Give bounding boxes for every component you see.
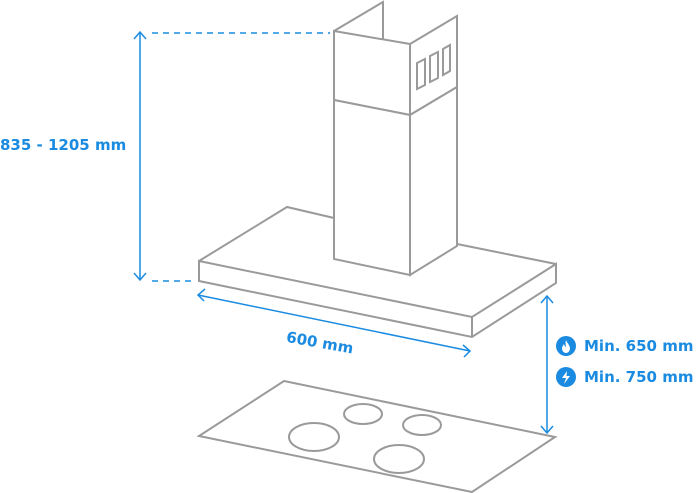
cooktop — [196, 379, 558, 493]
gas-clearance-label: Min. 650 mm — [584, 337, 694, 355]
hood-canopy — [198, 205, 557, 339]
burner-back-right — [402, 414, 442, 436]
clearance-dimension — [540, 294, 554, 435]
flame-icon — [556, 336, 576, 356]
chimney-lower — [333, 85, 458, 277]
width-dimension — [196, 288, 472, 358]
gas-clearance: Min. 650 mm — [556, 336, 693, 356]
chimney-upper — [333, 0, 458, 117]
burner-front-left — [288, 422, 340, 452]
height-dimension — [133, 30, 330, 282]
electric-clearance-label: Min. 750 mm — [584, 368, 694, 386]
lightning-icon — [556, 367, 576, 387]
electric-clearance: Min. 750 mm — [556, 367, 693, 387]
burner-back-left — [343, 403, 383, 425]
height-range-label: 835 - 1205 mm — [0, 136, 127, 154]
burner-front-right — [373, 444, 425, 474]
